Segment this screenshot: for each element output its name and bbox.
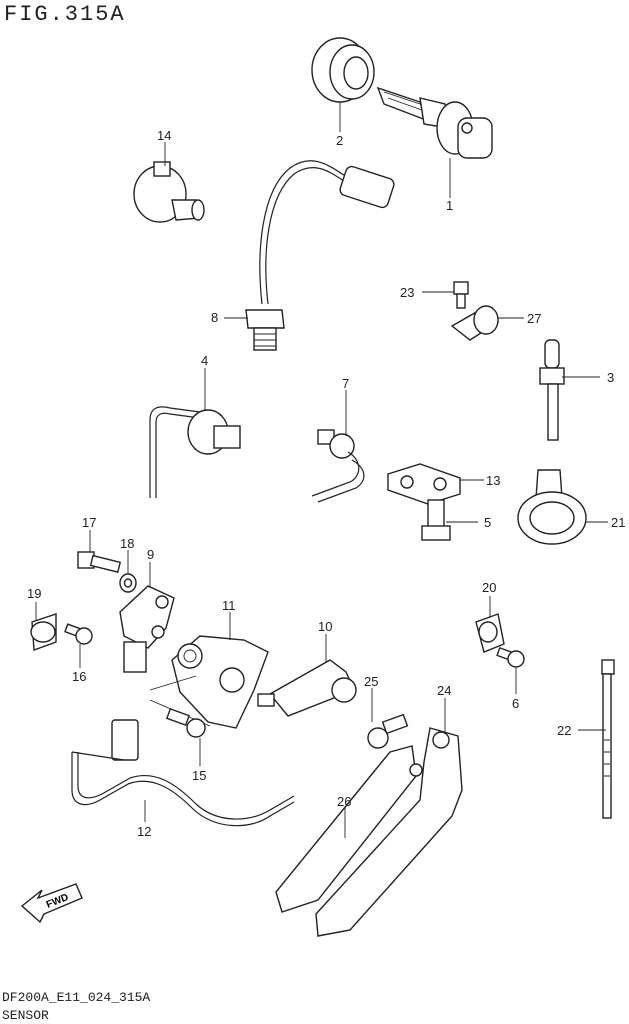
callout-8: 8 (211, 310, 218, 325)
hose-clip-part (517, 469, 587, 545)
bracket-plate-part (387, 463, 461, 505)
lever-part (257, 659, 357, 717)
callout-20: 20 (482, 580, 496, 595)
callout-11: 11 (222, 598, 236, 613)
callout-6: 6 (512, 696, 519, 711)
callout-24: 24 (437, 683, 451, 698)
bolt-15-part (165, 707, 206, 738)
callout-7: 7 (342, 376, 349, 391)
callout-9: 9 (147, 547, 154, 562)
rod-sensor-part (539, 339, 565, 441)
grommet-part (311, 37, 375, 103)
callout-1: 1 (446, 198, 453, 213)
callout-5: 5 (484, 515, 491, 530)
temperature-sensor-part (376, 86, 493, 159)
callout-10: 10 (318, 619, 332, 634)
callout-17: 17 (82, 515, 96, 530)
figure-name: SENSOR (2, 1008, 49, 1023)
oil-pressure-switch-part (133, 161, 205, 223)
callout-26: 26 (337, 794, 351, 809)
callout-21: 21 (611, 515, 625, 530)
leader-lines (35, 102, 608, 838)
figure-title: FIG.315A (4, 2, 126, 27)
bracket-26-part (275, 745, 423, 913)
callout-15: 15 (192, 768, 206, 783)
fwd-arrow-icon (20, 883, 83, 924)
bolt-5-part (421, 499, 451, 541)
wire-harness-part (71, 719, 295, 827)
bolt-and-clamp-part (450, 281, 500, 341)
callout-14: 14 (157, 128, 171, 143)
washer-18-part (119, 573, 137, 593)
knock-sensor-part (149, 406, 241, 498)
callout-23: 23 (400, 285, 414, 300)
bolt-6-part (496, 646, 525, 668)
callout-18: 18 (120, 536, 134, 551)
bolt-25-part (367, 713, 409, 749)
callout-2: 2 (336, 133, 343, 148)
callout-22: 22 (557, 723, 571, 738)
callout-4: 4 (201, 353, 208, 368)
cable-sensor-part (245, 160, 395, 351)
figure-code: DF200A_E11_024_315A (2, 990, 151, 1005)
callout-25: 25 (364, 674, 378, 689)
crank-sensor-part (119, 585, 175, 673)
cap-19-part (30, 613, 57, 651)
callout-16: 16 (72, 669, 86, 684)
clip-20-part (475, 613, 505, 653)
cable-tie-part (601, 659, 615, 819)
callout-27: 27 (527, 311, 541, 326)
bent-pipe-sensor-part (311, 429, 365, 503)
callout-12: 12 (137, 824, 151, 839)
bracket-24-part (315, 727, 463, 937)
callout-3: 3 (607, 370, 614, 385)
callout-19: 19 (27, 586, 41, 601)
callout-13: 13 (486, 473, 500, 488)
bolt-16-part (64, 623, 93, 645)
bolt-17-part (77, 551, 122, 573)
